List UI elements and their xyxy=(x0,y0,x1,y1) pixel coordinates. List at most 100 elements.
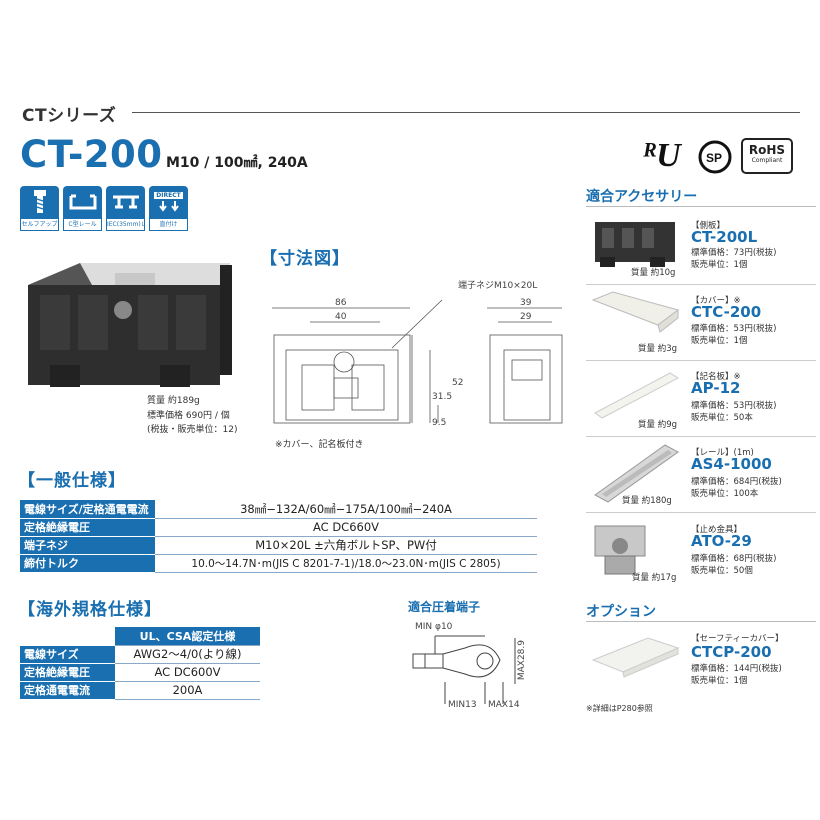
product-unit: (税抜・販売単位：12) xyxy=(147,425,238,435)
accessory-price: 標準価格：53円(税抜) xyxy=(691,324,777,334)
feature-label: セルフアップ xyxy=(20,218,59,231)
option-category: 【セーフティーカバー】 xyxy=(691,634,784,644)
din-rail-icon xyxy=(112,195,139,209)
rohs-title: RoHS xyxy=(748,143,786,157)
rohs-badge: RoHS Compliant xyxy=(741,138,793,174)
crimp-max289: MAX28.9 xyxy=(517,640,527,681)
option-unit: 販売単位：1個 xyxy=(691,676,748,686)
accessory-image-side-plate xyxy=(595,222,675,267)
accessory-weight: 質量 約17g xyxy=(632,573,677,583)
crimp-min10: MIN φ10 xyxy=(415,622,453,632)
ul-logo-icon: ᴿU xyxy=(642,138,683,172)
accessory-name: AP-12 xyxy=(691,379,741,397)
accessory-weight: 質量 約10g xyxy=(631,268,676,278)
csa-logo-icon: SP xyxy=(698,140,732,174)
terminal-screw-label: 端子ネジM10×20L xyxy=(458,281,538,291)
accessory-category: 【記名板】※ xyxy=(691,372,741,382)
feature-label: IEC(35mm)レール xyxy=(106,218,145,231)
accessory-image-marker-plate xyxy=(594,372,680,419)
accessory-image-cover xyxy=(591,291,680,333)
crimp-title: 適合圧着端子 xyxy=(408,600,481,614)
svg-text:SP: SP xyxy=(706,151,722,165)
accessory-category: 【レール】(1m) xyxy=(691,448,754,458)
dim-29: 29 xyxy=(520,312,532,322)
dim-31-5: 31.5 xyxy=(432,392,453,402)
divider xyxy=(586,436,816,437)
model-spec: M10 / 100㎟, 240A xyxy=(166,155,308,171)
dimensions-title: 【寸法図】 xyxy=(260,249,350,269)
options-title: オプション xyxy=(586,604,656,620)
accessory-name: CT-200L xyxy=(691,228,758,246)
accessory-weight: 質量 約180g xyxy=(622,496,672,506)
accessory-price: 標準価格：684円(税抜) xyxy=(691,477,782,487)
dim-9-5: 9.5 xyxy=(432,418,447,428)
accessory-weight: 質量 約3g xyxy=(638,344,678,354)
accessory-image-rail xyxy=(594,444,679,503)
accessory-name: AS4-1000 xyxy=(691,455,772,473)
accessory-weight: 質量 約9g xyxy=(638,420,678,430)
options-note: ※詳細はP280参照 xyxy=(586,704,653,713)
dim-86: 86 xyxy=(335,298,347,308)
header-divider xyxy=(132,112,800,113)
feature-selfup: セルフアップ xyxy=(20,186,59,232)
divider xyxy=(586,360,816,361)
accessory-price: 標準価格：53円(税抜) xyxy=(691,401,777,411)
feature-c-rail: C型レール xyxy=(63,186,102,232)
dim-39: 39 xyxy=(520,298,532,308)
accessory-unit: 販売単位：50本 xyxy=(691,413,753,423)
accessory-category: 【カバー】※ xyxy=(691,296,741,306)
svg-text:ᴿU: ᴿU xyxy=(642,138,683,172)
dim-52: 52 xyxy=(452,378,464,388)
crimp-max14: MAX14 xyxy=(488,700,520,710)
feature-iec-rail: IEC(35mm)レール xyxy=(106,186,145,232)
accessory-unit: 販売単位：1個 xyxy=(691,336,748,346)
rohs-sub: Compliant xyxy=(751,157,783,164)
accessories-title: 適合アクセサリー xyxy=(586,189,698,205)
table-header-row: UL、CSA認定仕様 xyxy=(20,627,260,646)
product-price: 標準価格 690円 / 個 xyxy=(147,411,230,421)
feature-direct: DIRECT 直付け xyxy=(149,186,188,232)
dimensions-note: ※カバー、記名板付き xyxy=(275,440,364,450)
crimp-terminal-drawing xyxy=(412,635,516,704)
divider xyxy=(586,284,816,285)
dim-40: 40 xyxy=(335,312,347,322)
accessory-price: 標準価格：68円(税抜) xyxy=(691,554,777,564)
accessory-image-stopper xyxy=(594,525,646,575)
accessory-name: ATO-29 xyxy=(691,532,752,550)
option-image-safety-cover xyxy=(591,637,680,678)
options-divider xyxy=(586,621,816,622)
accessory-unit: 販売単位：100本 xyxy=(691,489,759,499)
accessories-divider xyxy=(586,206,816,207)
arrow-down-icon xyxy=(158,200,179,212)
accessory-category: 【側板】 xyxy=(691,221,726,231)
screw-icon xyxy=(33,190,46,213)
accessory-category: 【止め金具】 xyxy=(691,525,743,535)
crimp-min13: MIN13 xyxy=(448,700,477,710)
general-spec-title: 【一般仕様】 xyxy=(18,471,126,491)
accessory-name: CTC-200 xyxy=(691,303,762,321)
option-name: CTCP-200 xyxy=(691,643,772,661)
feature-label: C型レール xyxy=(63,218,102,231)
overseas-spec-title: 【海外規格仕様】 xyxy=(18,600,162,620)
product-image xyxy=(28,263,232,387)
accessory-price: 標準価格：73円(税抜) xyxy=(691,248,777,258)
feature-label: 直付け xyxy=(149,218,188,231)
series-title: CTシリーズ xyxy=(22,106,117,126)
product-weight: 質量 約189g xyxy=(147,396,200,406)
c-rail-icon xyxy=(69,194,96,210)
divider xyxy=(586,512,816,513)
dimension-drawing xyxy=(272,299,563,424)
direct-label: DIRECT xyxy=(154,191,183,199)
option-price: 標準価格：144円(税抜) xyxy=(691,664,782,674)
accessory-unit: 販売単位：1個 xyxy=(691,260,748,270)
model-title: CT-200 xyxy=(20,133,163,176)
